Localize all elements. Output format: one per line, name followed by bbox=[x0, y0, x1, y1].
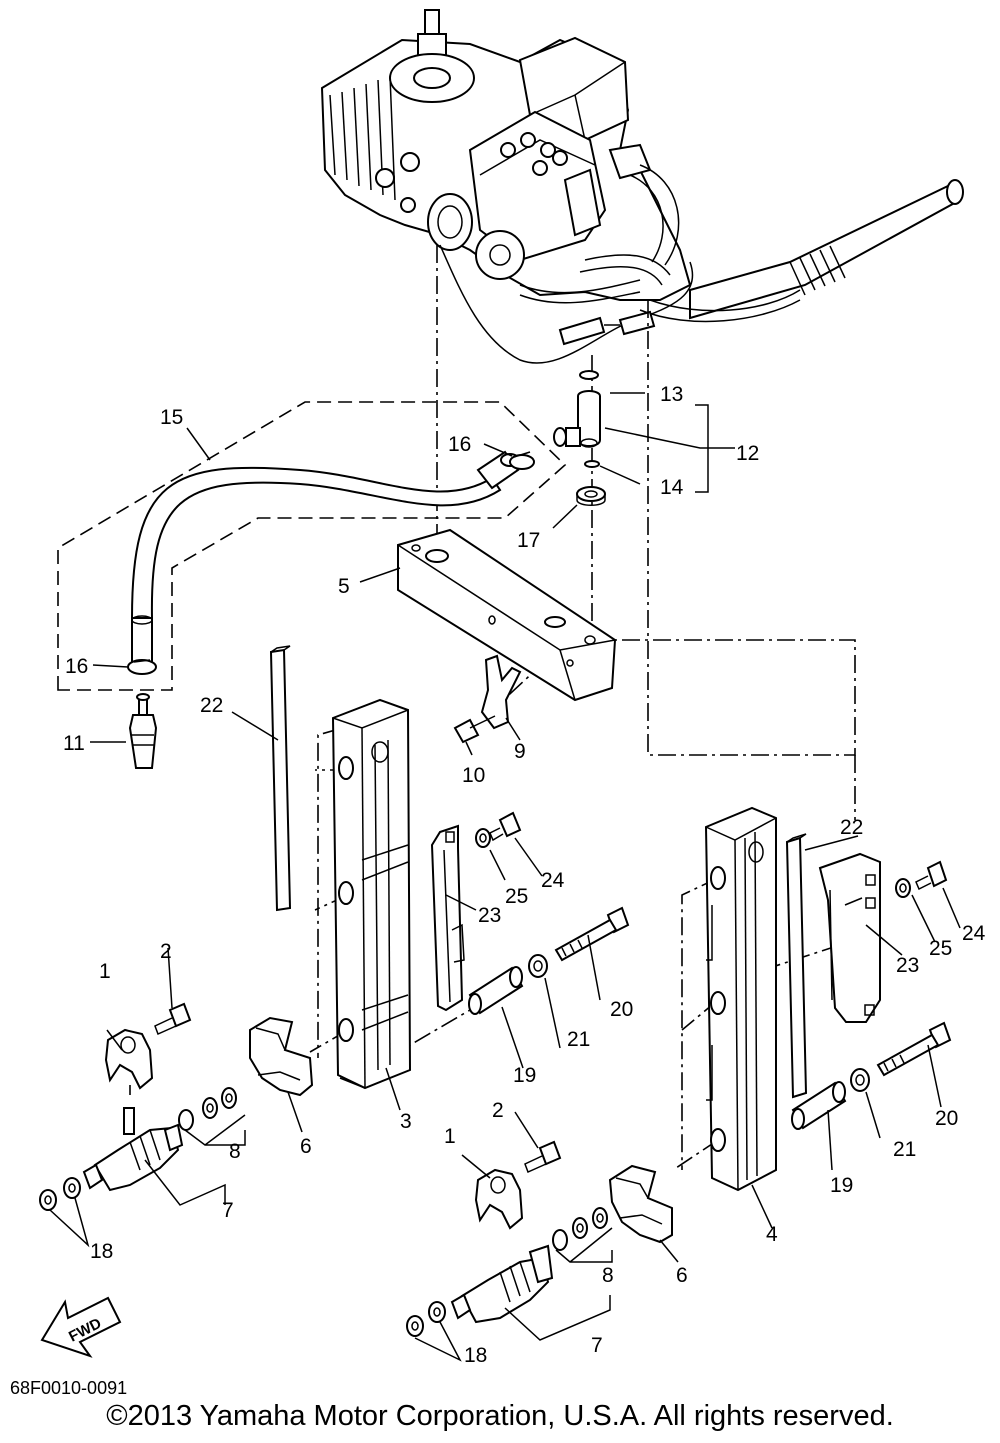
callout-13: 13 bbox=[660, 383, 683, 406]
part-12-tee-fitting bbox=[553, 390, 601, 448]
part-21-washer-left bbox=[528, 954, 548, 978]
part-11-fitting bbox=[128, 693, 158, 769]
part-21-washer-right bbox=[850, 1068, 870, 1092]
part-19-spacer-left bbox=[468, 966, 524, 1015]
part-25-washer-left bbox=[475, 828, 491, 848]
part-22-strip-left bbox=[269, 645, 292, 912]
part-10-screw bbox=[453, 715, 496, 744]
callout-24-left: 24 bbox=[541, 869, 565, 892]
part-17-washer bbox=[576, 486, 606, 506]
part-6-clip-left bbox=[249, 1016, 314, 1097]
part-25-washer-right bbox=[895, 878, 911, 898]
copyright-notice: ©2013 Yamaha Motor Corporation, U.S.A. A… bbox=[106, 1400, 894, 1432]
engine-assembly bbox=[320, 9, 964, 364]
callout-4: 4 bbox=[766, 1223, 778, 1246]
callout-7-left: 7 bbox=[222, 1199, 234, 1222]
callout-8-left: 8 bbox=[229, 1140, 241, 1163]
figure-code: 68F0010-0091 bbox=[10, 1378, 128, 1398]
callout-15: 15 bbox=[160, 406, 183, 429]
callout-12: 12 bbox=[736, 442, 759, 465]
callout-18-left: 18 bbox=[90, 1240, 113, 1263]
part-2-screw-right bbox=[524, 1140, 562, 1174]
part-20-bolt-right bbox=[876, 1021, 952, 1077]
callout-19-left: 19 bbox=[513, 1064, 536, 1087]
callout-20-left: 20 bbox=[610, 998, 633, 1021]
callout-9: 9 bbox=[514, 740, 526, 763]
callout-18-right: 18 bbox=[464, 1344, 487, 1367]
part-8-seals-left bbox=[178, 1087, 237, 1131]
clamp-16-lower bbox=[127, 659, 157, 675]
part-18-seals-left bbox=[39, 1177, 81, 1211]
part-7-injector-left bbox=[82, 1107, 184, 1192]
callout-17: 17 bbox=[517, 529, 540, 552]
part-20-bolt-left bbox=[554, 906, 630, 962]
callout-6-right: 6 bbox=[676, 1264, 688, 1287]
callout-22-left: 22 bbox=[200, 694, 223, 717]
callout-16-upper: 16 bbox=[448, 433, 471, 456]
part-23-bracket-left bbox=[430, 824, 465, 1012]
callout-6-left: 6 bbox=[300, 1135, 312, 1158]
part-13-o-ring bbox=[579, 370, 599, 380]
callout-3: 3 bbox=[400, 1110, 412, 1133]
part-4-rail bbox=[704, 806, 777, 1192]
callout-25-left: 25 bbox=[505, 885, 528, 908]
callout-20-right: 20 bbox=[935, 1107, 958, 1130]
callout-5: 5 bbox=[338, 575, 350, 598]
callout-22-right: 22 bbox=[840, 816, 863, 839]
callout-23-right: 23 bbox=[896, 954, 919, 977]
callout-2-upper: 2 bbox=[160, 940, 172, 963]
part-18-seals-right bbox=[406, 1301, 446, 1337]
part-24-bolt-right bbox=[915, 860, 948, 891]
part-2-screw-left bbox=[154, 1002, 192, 1036]
callout-11: 11 bbox=[63, 732, 85, 755]
fwd-arrow-icon: FWD bbox=[40, 1296, 122, 1358]
part-9-bracket bbox=[480, 654, 522, 730]
callout-25-right: 25 bbox=[929, 937, 952, 960]
callout-1-upper: 1 bbox=[99, 960, 111, 983]
clamp-16-upper bbox=[509, 451, 535, 470]
callout-21-right: 21 bbox=[893, 1138, 916, 1161]
part-23-bracket-right bbox=[818, 852, 881, 1023]
callout-2-lower: 2 bbox=[492, 1099, 504, 1122]
part-24-bolt-left bbox=[489, 811, 522, 842]
part-7-injector-right bbox=[450, 1244, 554, 1324]
part-19-spacer-right bbox=[791, 1081, 847, 1130]
callout-21-left: 21 bbox=[567, 1028, 590, 1051]
part-8-seals-right bbox=[552, 1207, 608, 1251]
callout-labels: 13 12 14 15 16 17 5 16 22 11 9 10 22 24 … bbox=[63, 383, 986, 1367]
callout-23-left: 23 bbox=[478, 904, 501, 927]
callout-14: 14 bbox=[660, 476, 684, 499]
part-1-holder-right bbox=[474, 1168, 524, 1230]
part-5-block bbox=[397, 528, 617, 702]
callout-24-right: 24 bbox=[962, 922, 986, 945]
callout-8-right: 8 bbox=[602, 1264, 614, 1287]
callout-10: 10 bbox=[462, 764, 485, 787]
callout-16-lower: 16 bbox=[65, 655, 88, 678]
part-3-rail bbox=[331, 698, 412, 1090]
callout-19-right: 19 bbox=[830, 1174, 853, 1197]
part-22-strip-right bbox=[785, 833, 808, 1099]
part-14-o-ring bbox=[584, 460, 600, 468]
part-6-clip-right bbox=[608, 1164, 673, 1244]
callout-7-right: 7 bbox=[591, 1334, 603, 1357]
leader-lines bbox=[49, 392, 961, 1362]
callout-1-lower: 1 bbox=[444, 1125, 456, 1148]
